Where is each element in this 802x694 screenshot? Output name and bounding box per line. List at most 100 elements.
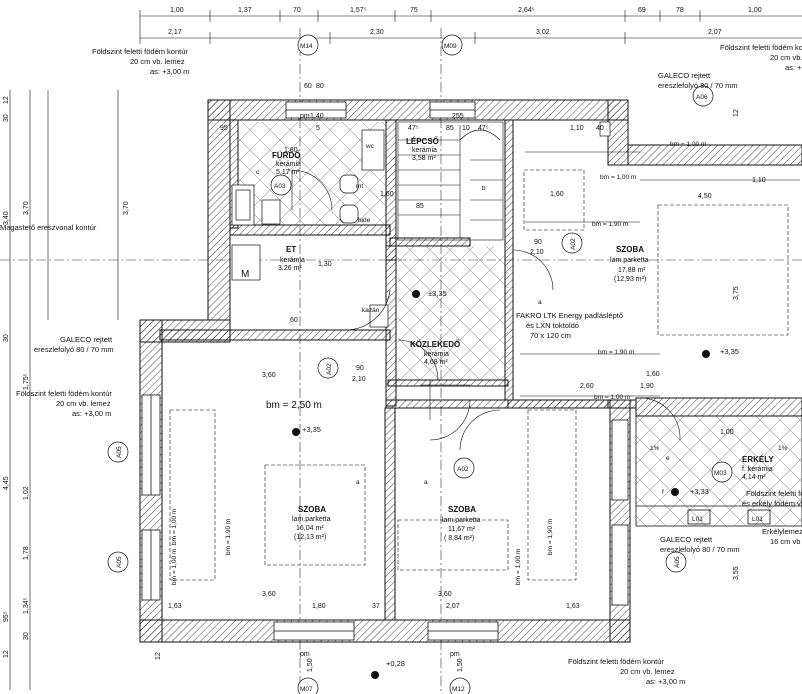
bm-lines bbox=[520, 151, 800, 397]
room-name: SZOBA bbox=[448, 505, 476, 514]
bm-label: bm = 1,90 m bbox=[547, 519, 554, 555]
tag-label: M03 bbox=[714, 470, 727, 477]
room-material: lam.parketta bbox=[442, 517, 481, 524]
dim-text: 1,60 bbox=[550, 191, 564, 198]
room-material: kerámia bbox=[276, 161, 301, 168]
dim-text: 1,00 bbox=[720, 429, 734, 436]
room-material: f. kerámia bbox=[742, 466, 773, 473]
note-left-mid: as: +3,00 m bbox=[72, 409, 111, 418]
dim-text: 4,50 bbox=[698, 193, 712, 200]
dim-text: 1,50 bbox=[457, 658, 464, 672]
room-name: ERKÉLY bbox=[742, 455, 774, 464]
a-label: a bbox=[538, 299, 542, 306]
room-area2: (12,93 m²) bbox=[614, 276, 646, 283]
room-material: lam.parketta bbox=[292, 516, 331, 523]
bm-label: bm = 1,90 m bbox=[598, 349, 634, 356]
dim-text: 12 bbox=[155, 652, 162, 660]
bm-label: bm = 1,90 m bbox=[592, 221, 628, 228]
bide-label: bide bbox=[358, 217, 371, 224]
note-right-mid: 16 cm vb bbox=[770, 537, 800, 546]
note-bottom: Földszint feletti födém kontúr bbox=[568, 657, 664, 666]
room-name: LÉPCSŐ bbox=[406, 137, 439, 146]
room-name: SZOBA bbox=[616, 245, 644, 254]
dim-text: 90 bbox=[356, 365, 364, 372]
bm-label: bm = 1,00 m bbox=[171, 549, 178, 585]
tag-label: L01 bbox=[752, 516, 763, 523]
note-top-right: 20 cm vb. lemez bbox=[770, 53, 802, 62]
dim-text: 1,63 bbox=[168, 603, 182, 610]
slope-label: 1% bbox=[650, 445, 660, 452]
note-fakro: 70 x 120 cm bbox=[530, 331, 571, 340]
dim-text: 60 bbox=[304, 83, 312, 90]
room-name: SZOBA bbox=[298, 505, 326, 514]
dim-text: 255 bbox=[452, 113, 464, 120]
dim-text: 60 bbox=[290, 317, 298, 324]
note-top-left: 20 cm vb. lemez bbox=[130, 57, 185, 66]
note-right-mid: Földszint feletti födém bbox=[746, 489, 802, 498]
note-right-mid: és erkély födém vb. lemez sí bbox=[742, 499, 802, 508]
dim-text: 12 bbox=[3, 96, 10, 104]
dim-text: 85 bbox=[446, 125, 454, 132]
level-value: +3,35 bbox=[720, 347, 739, 356]
note-galeco-top: ereszlefolyó 80 / 70 mm bbox=[658, 81, 738, 90]
room-material: kerámia bbox=[424, 351, 449, 358]
dashed-rects bbox=[169, 169, 789, 581]
room-area2: ( 8,84 m²) bbox=[444, 535, 474, 542]
room-area: 4,68 m² bbox=[424, 359, 448, 366]
note-left-mid: Földszint feletti födém kontúr bbox=[16, 389, 112, 398]
room-area: 17,88 m² bbox=[618, 267, 646, 274]
room-labels: FÜRDŐ kerámia 5,17 m² LÉPCSŐ kerámia 3,5… bbox=[272, 137, 774, 542]
dim-text: pm bbox=[300, 651, 310, 658]
dim-text: 47⁵ bbox=[408, 125, 419, 132]
staircase bbox=[397, 121, 504, 420]
dim-text: 3,55 bbox=[733, 566, 740, 580]
dim-text: 1,90 bbox=[640, 383, 654, 390]
notes: Földszint feletti födém kontúr 20 cm vb.… bbox=[0, 43, 802, 686]
slope-label: 1% bbox=[778, 445, 788, 452]
room-area: 16,04 m² bbox=[296, 525, 324, 532]
note-top-right: as: + bbox=[785, 63, 802, 72]
kazan-label: kazán bbox=[362, 307, 380, 314]
tag-texts: M14 M09 M07 M12 A06 A03 A02 A02 A02 A05 … bbox=[116, 43, 763, 693]
room-material: kerámia bbox=[412, 147, 437, 154]
bm-label-texts: bm = 1,00 m bm = 1,90 m bm = 1,90 m bm =… bbox=[171, 141, 706, 585]
dim-text: pm bbox=[450, 651, 460, 658]
note-bottom: as: +3,00 m bbox=[646, 677, 685, 686]
top-dimension-lines bbox=[139, 10, 802, 44]
dim-text: 1,78 bbox=[23, 546, 30, 560]
note-top-left: Földszint feletti födém kontúr bbox=[92, 47, 188, 56]
room-name: KÖZLEKEDŐ bbox=[410, 340, 460, 349]
dim-text: 5 bbox=[316, 125, 320, 132]
tag-label: A06 bbox=[696, 94, 708, 101]
note-top-right: Földszint feletti födém kontúr bbox=[720, 43, 802, 52]
f-label: f bbox=[662, 489, 664, 496]
note-galeco-right: GALECO rejtett bbox=[660, 535, 713, 544]
room-material: lam.parketta bbox=[610, 257, 649, 264]
room-material: kerámia bbox=[280, 257, 305, 264]
dim-text: 3,40 bbox=[3, 211, 10, 225]
dim-text: 1,34⁵ bbox=[23, 597, 30, 614]
dim-text: 2,10 bbox=[352, 376, 366, 383]
bm-label: bm = 1,00 m bbox=[594, 394, 630, 401]
dim-text: 75 bbox=[410, 7, 418, 14]
dim-text: 80 bbox=[316, 83, 324, 90]
dim-text: 4,45 bbox=[3, 476, 10, 490]
note-top-left: as: +3,00 m bbox=[150, 67, 189, 76]
level-texts: +3,35 +3,35 +3,33 +0,28 ±3,35 bbox=[302, 289, 739, 668]
dim-text: 40 bbox=[596, 125, 604, 132]
level-value: ±3,35 bbox=[428, 289, 447, 298]
dim-text: 3,02 bbox=[536, 29, 550, 36]
bm-label: bm = 1,00 m bbox=[670, 141, 706, 148]
dim-text: 3,70 bbox=[123, 201, 130, 215]
room-area2: (12,13 m²) bbox=[294, 534, 326, 541]
dim-text: 30 bbox=[23, 632, 30, 640]
note-magastet: Magastető ereszvonal kontúr bbox=[0, 223, 97, 232]
misc-dimension-texts: 95 1,80 5 47⁵ 85 10 47⁵ 1,10 40 85 1,60 … bbox=[168, 83, 766, 672]
dim-text: 10 bbox=[462, 125, 470, 132]
dim-text: 30 bbox=[3, 334, 10, 342]
room-area: 3,26 m² bbox=[278, 265, 302, 272]
tag-label: M14 bbox=[300, 43, 313, 50]
dim-text: 1,37 bbox=[238, 7, 252, 14]
dim-text: 3,60 bbox=[262, 372, 276, 379]
bm-label: bm = 1,00 m bbox=[600, 174, 636, 181]
